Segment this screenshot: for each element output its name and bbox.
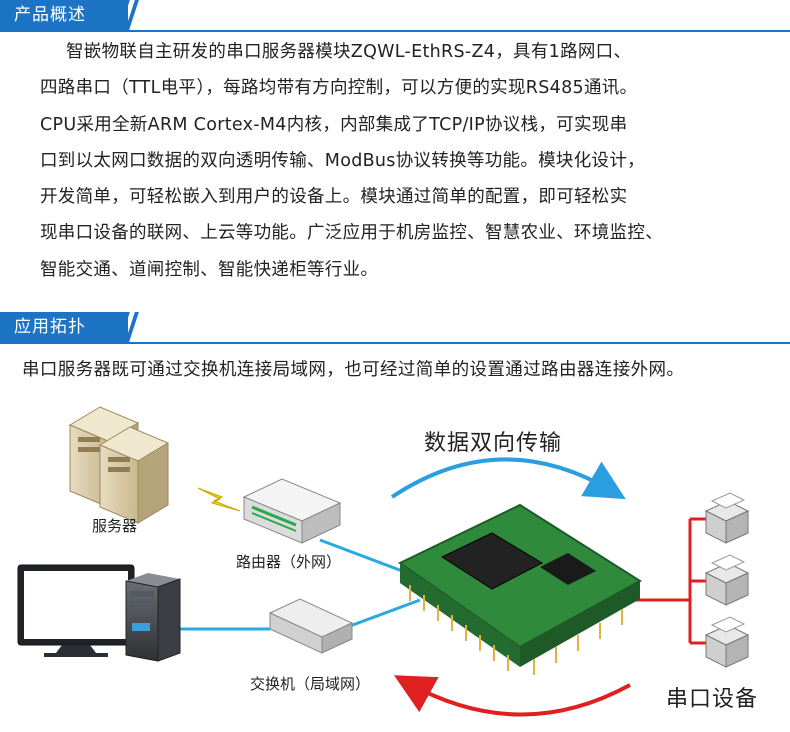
- overview-title: 产品概述: [14, 5, 86, 25]
- lower-arrow: [393, 675, 631, 717]
- bidirectional-label: 数据双向传输: [424, 431, 563, 456]
- topology-intro: 串口服务器既可通过交换机连接局域网，也可经过简单的设置通过路由器连接外网。: [22, 360, 685, 380]
- printer-icon: [704, 554, 750, 606]
- topology-section-header: 应用拓扑: [0, 312, 790, 344]
- header-rule: [0, 30, 790, 32]
- topology-title-bar: [0, 312, 128, 342]
- printer-icon: [704, 616, 750, 668]
- paragraph-line: CPU采用全新ARM Cortex-M4内核，内部集成了TCP/IP协议栈，可实…: [40, 114, 628, 135]
- paragraph-line: 现串口设备的联网、上云等功能。广泛应用于机房监控、智慧农业、环境监控、: [40, 223, 663, 244]
- paragraph-line: 口到以太网口数据的双向透明传输、ModBus协议转换等功能。模块化设计，: [40, 150, 645, 171]
- router-label: 路由器（外网）: [236, 553, 342, 571]
- module-board-icon: [398, 503, 642, 675]
- paragraph-line: 智嵌物联自主研发的串口服务器模块ZQWL-EthRS-Z4，具有1路网口、: [66, 42, 632, 62]
- server-label: 服务器: [92, 517, 138, 535]
- topology-title: 应用拓扑: [14, 317, 86, 337]
- server-icon: [68, 406, 170, 524]
- switch-link-line: [341, 598, 421, 631]
- printer-icon: [704, 492, 750, 544]
- switch-icon: [268, 598, 354, 654]
- paragraph-line: 开发简单，可轻松嵌入到用户的设备上。模块通过简单的配置，即可轻松实: [40, 187, 628, 208]
- upper-arrow: [390, 457, 626, 500]
- topology-diagram-svg: [17, 406, 750, 717]
- monitor-icon: [17, 564, 135, 657]
- overview-section-header: 产品概述: [0, 0, 790, 32]
- overview-paragraph: 智嵌物联自主研发的串口服务器模块ZQWL-EthRS-Z4，具有1路网口、 四路…: [40, 34, 780, 288]
- lightning-icon: [197, 487, 241, 512]
- switch-label: 交换机（局域网）: [250, 675, 371, 693]
- topology-diagram: 服务器 路由器（外网） 交换机（局域网） 数据双向传输 串口设备: [0, 385, 790, 732]
- header-rule: [0, 342, 790, 344]
- serial-devices-label: 串口设备: [666, 687, 759, 712]
- router-icon: [242, 478, 342, 544]
- pc-tower-icon: [125, 573, 181, 662]
- paragraph-line: 四路串口（TTL电平），每路均带有方向控制，可以方便的实现RS485通讯。: [40, 78, 638, 99]
- overview-title-bar: [0, 0, 128, 30]
- paragraph-line: 智能交通、道闸控制、智能快递柜等行业。: [40, 259, 379, 280]
